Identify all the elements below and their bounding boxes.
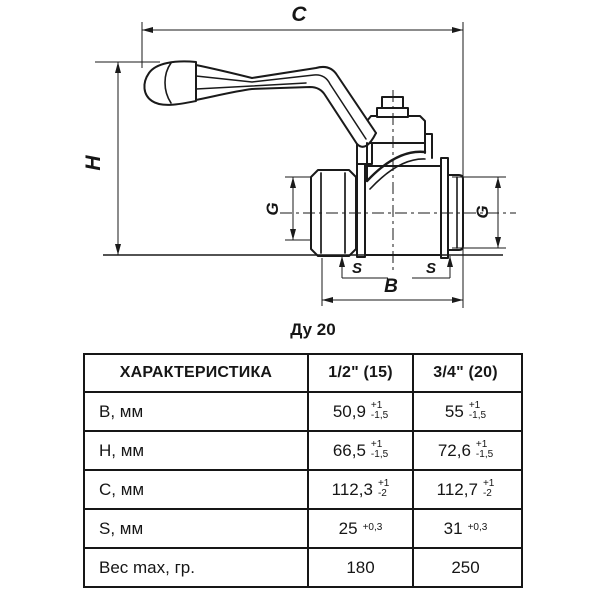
handle-knob-inner-arc [164, 62, 172, 104]
tolerance: +1-1,5 [476, 440, 493, 460]
value: 31 [443, 518, 463, 538]
header-size-three-quarter-inch: 3/4" (20) [412, 355, 517, 391]
row-value-cell: 112,7 +1-2 [412, 471, 517, 508]
tolerance-minus: -2 [482, 487, 492, 499]
row-label: C, мм [99, 479, 145, 499]
table-row-weight: Вес max, гр. 180 250 [85, 547, 521, 586]
tolerance: +0,3 [468, 518, 488, 538]
tolerance-minus: -2 [377, 487, 387, 499]
tolerance-plus: +1 [468, 400, 481, 411]
value: 66,5 [332, 440, 366, 460]
tolerance-plus: +0,3 [362, 521, 383, 533]
tolerance-plus: +1 [370, 400, 383, 411]
drawing-caption: Ду 20 [290, 320, 335, 339]
row-value-cell: 250 [412, 549, 517, 586]
tolerance-plus: +1 [475, 439, 488, 450]
tolerance: +1-1,5 [371, 440, 388, 460]
dim-label-b: B [384, 276, 398, 297]
tolerance-minus: -1,5 [370, 409, 389, 421]
bonnet [366, 115, 426, 144]
row-value-cell: 25 +0,3 [307, 510, 412, 547]
value: 50,9 [332, 401, 366, 421]
ball-dome-arc-outer [365, 150, 427, 183]
ball-dome-arc-inner [369, 158, 426, 190]
row-value-cell: 180 [307, 549, 412, 586]
tolerance-minus: -1,5 [475, 448, 494, 460]
table-row-b: B, мм 50,9 +1-1,5 55 +1-1,5 [85, 391, 521, 430]
table-header-row: ХАРАКТЕРИСТИКА 1/2" (15) 3/4" (20) [85, 355, 521, 391]
tolerance: +1-1,5 [371, 401, 388, 421]
valve-body [364, 165, 442, 256]
tolerance: +1-1,5 [469, 401, 486, 421]
value: 55 [444, 401, 464, 421]
tolerance-minus: -1,5 [468, 409, 487, 421]
row-value-cell: 50,9 +1-1,5 [307, 393, 412, 430]
dim-label-g-left: G [263, 202, 282, 215]
dim-label-h: H [82, 155, 105, 171]
tolerance-minus: -1,5 [370, 448, 389, 460]
tolerance-plus: +1 [482, 478, 495, 489]
row-value-cell: 66,5 +1-1,5 [307, 432, 412, 469]
header-size-half-inch: 1/2" (15) [307, 355, 412, 391]
bonnet-step-right [424, 133, 433, 159]
handle-inner-line-1 [195, 74, 367, 140]
value: 112,3 [331, 479, 373, 499]
row-value-cell: 112,3 +1-2 [307, 471, 412, 508]
value: 180 [346, 557, 375, 577]
row-value-cell: 72,6 +1-1,5 [412, 432, 517, 469]
valve-drawing: C H G G S S B Ду 20 [82, 3, 516, 339]
value: 250 [451, 557, 480, 577]
handle-fill [196, 64, 376, 147]
table-row-h: H, мм 66,5 +1-1,5 72,6 +1-1,5 [85, 430, 521, 469]
dim-label-s-left: S [352, 260, 362, 277]
tolerance: +0,3 [363, 518, 383, 538]
tolerance-plus: +1 [377, 478, 390, 489]
handle-inner-line-2 [195, 82, 307, 90]
tolerance-plus: +0,3 [467, 521, 488, 533]
row-value-cell: 55 +1-1,5 [412, 393, 517, 430]
dim-label-s-right: S [426, 260, 436, 277]
tolerance: +1-2 [483, 479, 494, 499]
value: 112,7 [436, 479, 478, 499]
tolerance-plus: +1 [370, 439, 383, 450]
handle-knob [143, 60, 197, 106]
row-label: H, мм [99, 440, 145, 460]
dim-label-g-right: G [473, 205, 492, 218]
dimension-arrows [115, 27, 501, 303]
spec-table: ХАРАКТЕРИСТИКА 1/2" (15) 3/4" (20) B, мм… [83, 353, 523, 588]
handle-top-edge [195, 64, 377, 134]
handle-bottom-edge [195, 86, 358, 145]
union-collar [440, 157, 449, 259]
table-row-c: C, мм 112,3 +1-2 112,7 +1-2 [85, 469, 521, 508]
header-characteristic: ХАРАКТЕРИСТИКА [119, 364, 273, 381]
row-label: Вес max, гр. [99, 557, 195, 577]
row-label: B, мм [99, 401, 144, 421]
row-label: S, мм [99, 518, 144, 538]
body-joint [356, 162, 366, 258]
dim-label-c: C [291, 3, 307, 26]
value: 25 [338, 518, 358, 538]
centerlines [280, 90, 516, 272]
value: 72,6 [437, 440, 471, 460]
table-row-s: S, мм 25 +0,3 31 +0,3 [85, 508, 521, 547]
row-value-cell: 31 +0,3 [412, 510, 517, 547]
tolerance: +1-2 [378, 479, 389, 499]
